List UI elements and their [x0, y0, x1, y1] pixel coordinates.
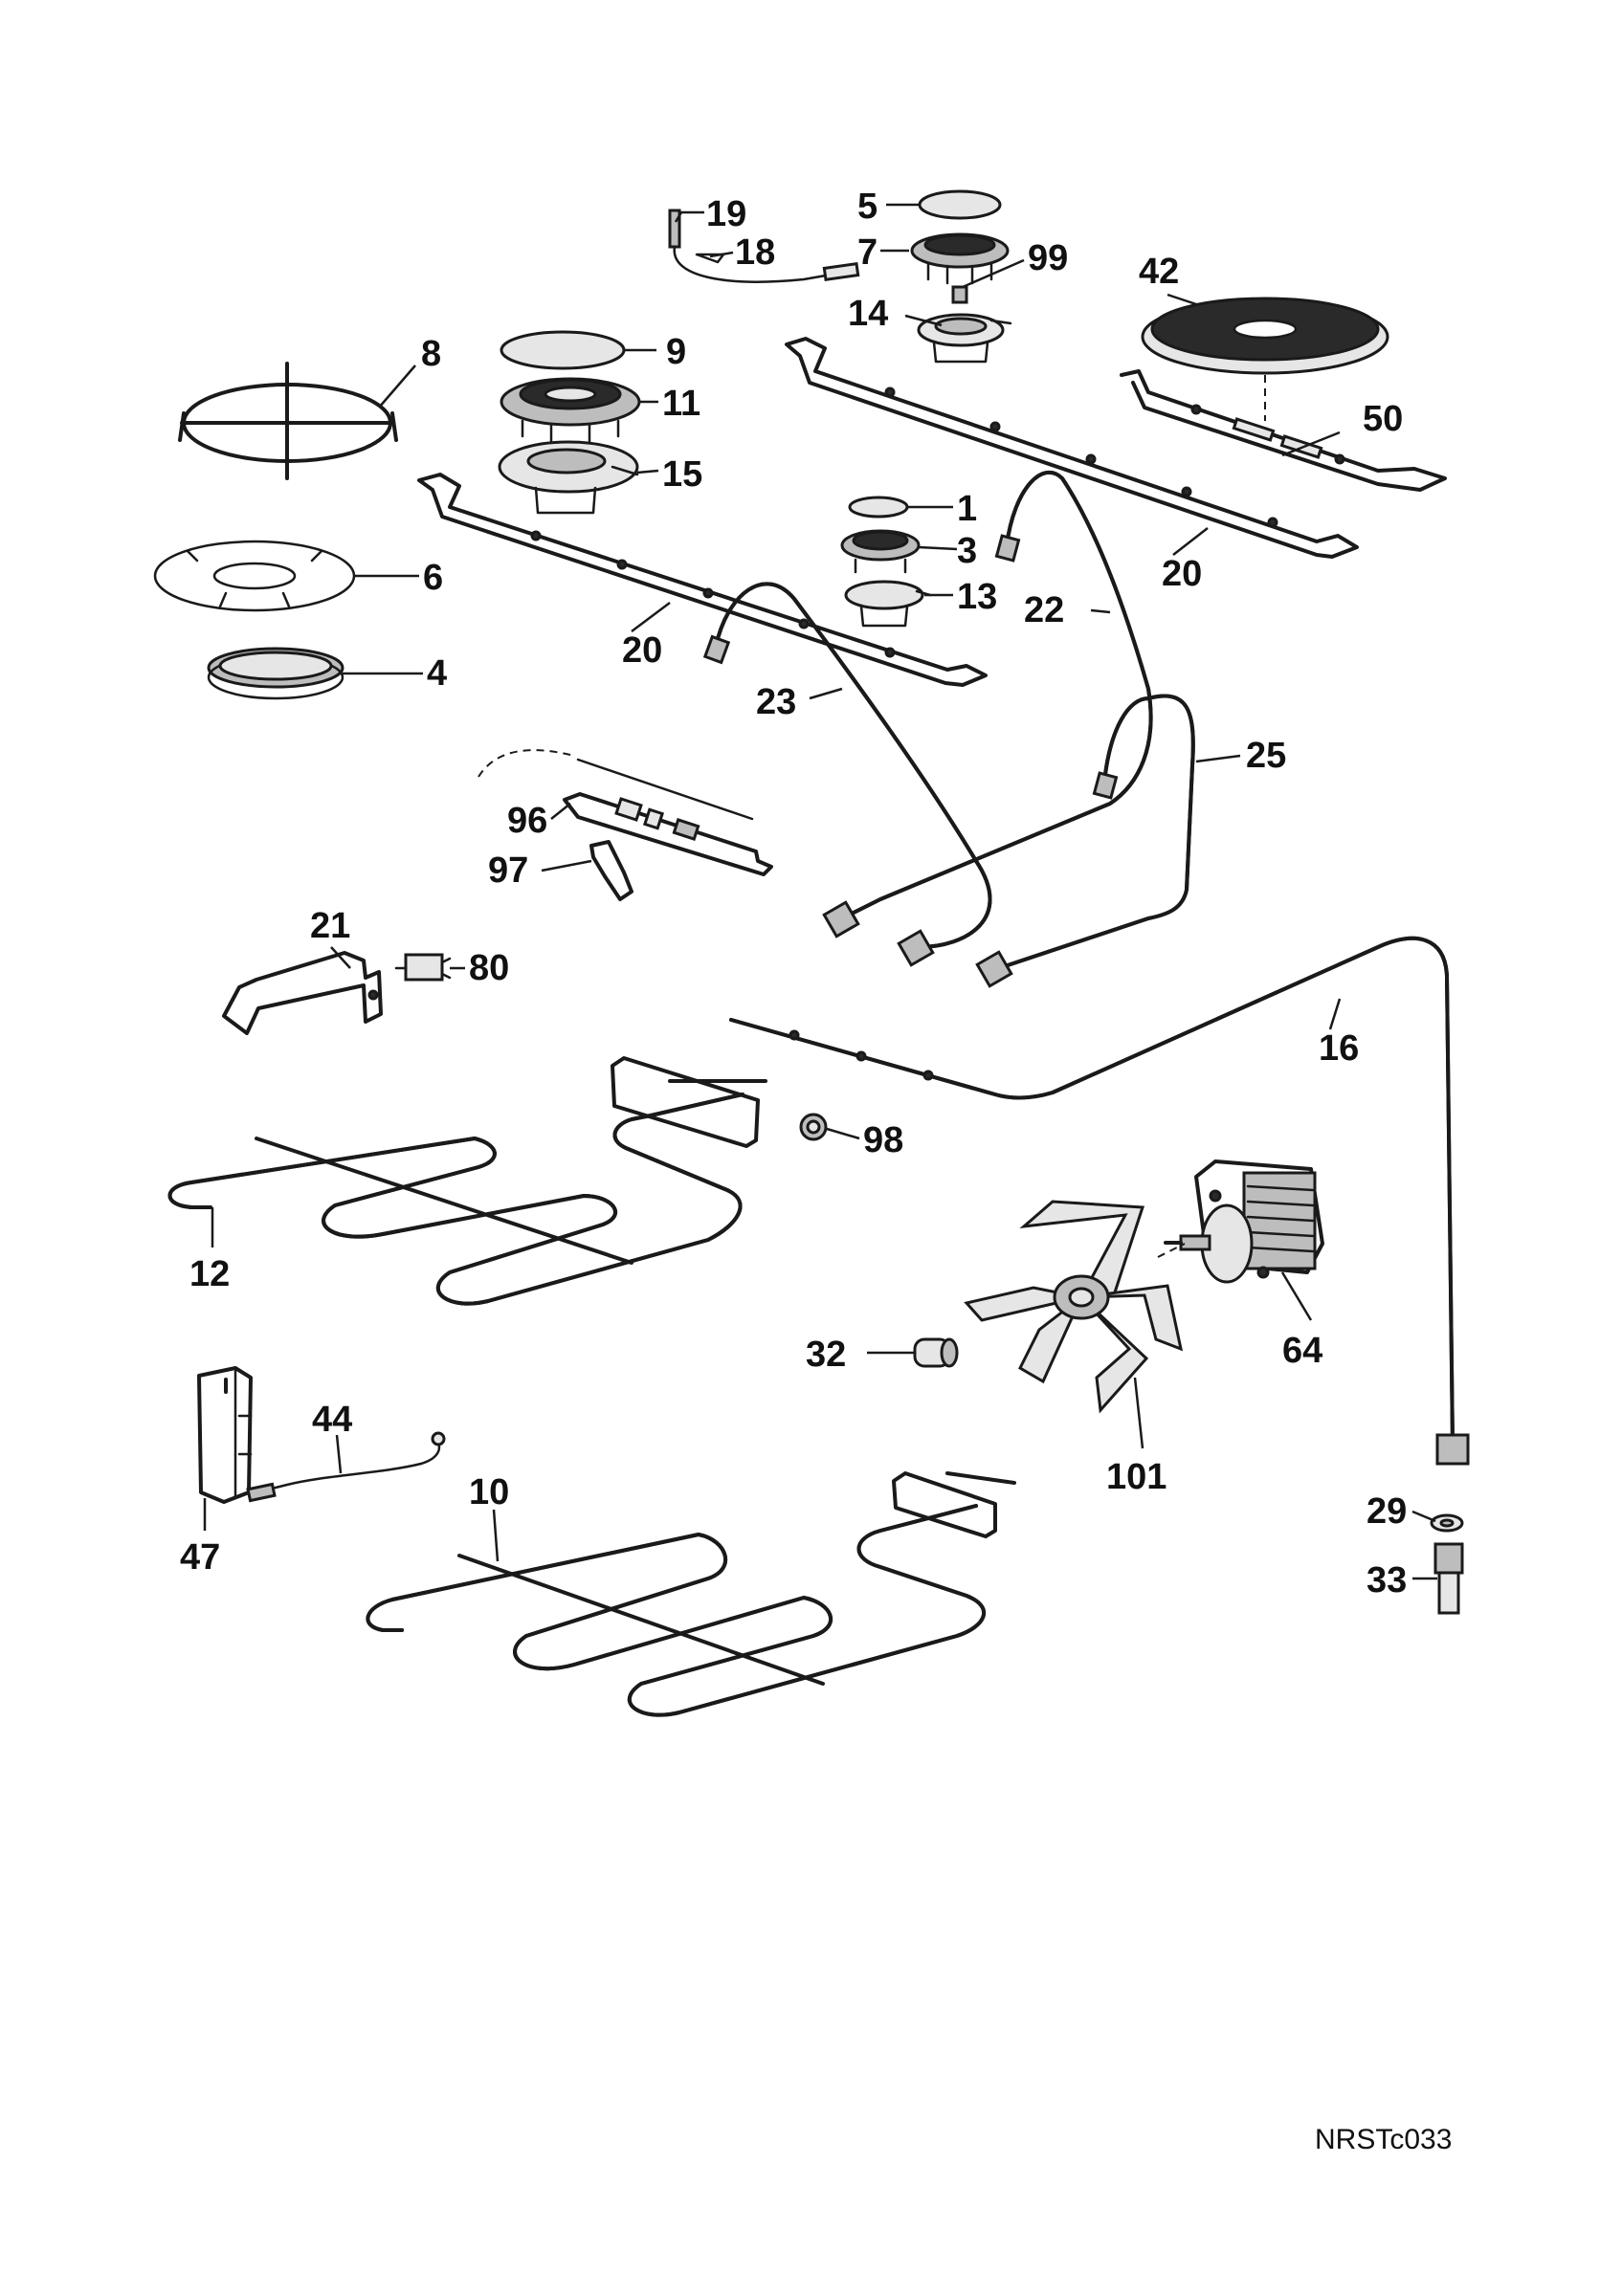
- callout-11: 11: [662, 384, 700, 424]
- part-fan-blade-101: [964, 1200, 1186, 1414]
- callout-33: 33: [1366, 1560, 1407, 1601]
- callout-44: 44: [312, 1400, 352, 1440]
- callout-101: 101: [1106, 1457, 1167, 1497]
- part-gas-pipe-22: [822, 471, 1153, 938]
- callout-labels: 19 18 5 7 99 42 14 8 9 11 50 15 1 6 3 20…: [180, 187, 1407, 1601]
- callout-23: 23: [756, 682, 796, 722]
- part-clip-97: [589, 840, 633, 901]
- callout-5: 5: [857, 187, 878, 227]
- callout-64: 64: [1282, 1331, 1322, 1371]
- part-fitting-33: [1433, 1542, 1464, 1615]
- part-mounting-bracket-21: [222, 951, 383, 1035]
- part-heating-element-12: [167, 1056, 767, 1306]
- callout-7: 7: [857, 232, 878, 273]
- part-fan-motor-64: [1164, 1159, 1324, 1284]
- part-burner-base-15: [498, 440, 639, 515]
- callout-97: 97: [488, 850, 528, 891]
- callout-18: 18: [735, 232, 775, 273]
- part-burner-base-14: [917, 313, 1012, 364]
- callout-32: 32: [806, 1335, 846, 1375]
- callout-21: 21: [310, 906, 350, 946]
- part-burner-base-13: [844, 580, 932, 628]
- callout-6: 6: [423, 558, 443, 598]
- part-gas-pipe-25: [975, 694, 1195, 988]
- callout-20-left: 20: [622, 630, 662, 671]
- callout-25: 25: [1246, 736, 1286, 776]
- part-fan-nut-32: [913, 1337, 959, 1368]
- callout-80: 80: [469, 948, 509, 988]
- part-gas-pipe-23: [702, 582, 992, 967]
- part-gas-pipe-16: [729, 936, 1470, 1466]
- part-burner-head-3: [840, 529, 921, 574]
- part-washer-29: [1430, 1513, 1464, 1533]
- callout-50: 50: [1363, 399, 1403, 439]
- part-ignition-bracket-96: [478, 749, 773, 876]
- part-heating-element-10: [366, 1471, 1016, 1717]
- part-burner-bracket-20-right: [785, 337, 1359, 559]
- part-burner-ring-4: [207, 647, 344, 700]
- part-hotplate-42: [1141, 297, 1389, 421]
- callout-14: 14: [848, 294, 888, 334]
- part-switch-80: [394, 953, 452, 982]
- leader-lines: [203, 203, 1437, 1580]
- callout-29: 29: [1366, 1491, 1407, 1532]
- callout-20-right: 20: [1162, 554, 1202, 594]
- callout-10: 10: [469, 1472, 509, 1512]
- callout-19: 19: [706, 194, 746, 234]
- callout-47: 47: [180, 1537, 220, 1578]
- drawing-code: NRSTc033: [1315, 2124, 1452, 2155]
- part-thermostat-47: [197, 1366, 253, 1504]
- part-grommet-98: [799, 1113, 828, 1141]
- part-pan-support-8: [178, 362, 398, 480]
- part-burner-head-7: [910, 232, 1010, 285]
- callout-15: 15: [662, 454, 702, 495]
- callout-4: 4: [427, 653, 447, 694]
- part-screw-99: [951, 285, 968, 304]
- callout-3: 3: [957, 531, 977, 571]
- callout-22: 22: [1024, 590, 1064, 630]
- part-burner-cap-1: [848, 496, 909, 519]
- callout-16: 16: [1319, 1028, 1359, 1069]
- part-burner-cap-5: [918, 189, 1002, 220]
- callout-96: 96: [507, 801, 547, 841]
- part-burner-head-11: [500, 377, 641, 444]
- callout-12: 12: [189, 1254, 230, 1294]
- part-spreader-ring-6: [153, 540, 356, 612]
- part-thermocouple-19: [668, 209, 860, 283]
- callout-8: 8: [421, 334, 441, 374]
- callout-99: 99: [1028, 238, 1068, 278]
- callout-9: 9: [666, 332, 686, 372]
- part-wire-lead-44: [246, 1431, 446, 1503]
- part-burner-bracket-20-left: [417, 473, 988, 687]
- callout-13: 13: [957, 577, 997, 617]
- callout-1: 1: [957, 489, 977, 529]
- callout-42: 42: [1139, 252, 1179, 292]
- part-connector-18: [695, 253, 725, 264]
- callout-98: 98: [863, 1120, 903, 1160]
- part-burner-cap-9: [500, 330, 626, 370]
